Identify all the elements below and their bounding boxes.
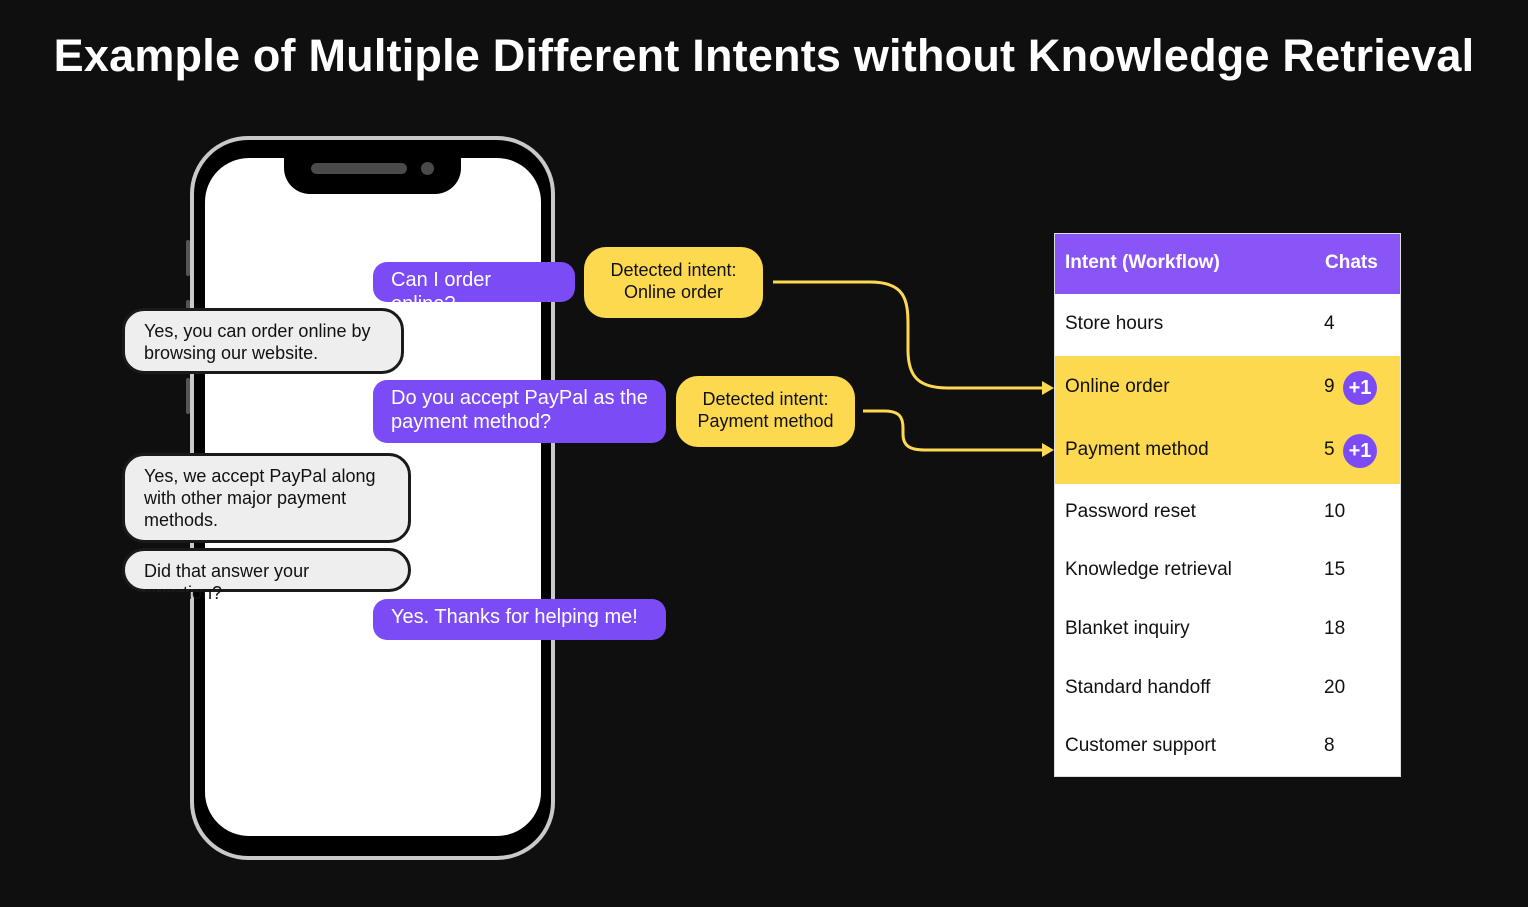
chat-message-user: Yes. Thanks for helping me! bbox=[373, 599, 666, 640]
column-header-intent: Intent (Workflow) bbox=[1065, 252, 1220, 273]
chat-message-user: Can I order online? bbox=[373, 262, 575, 315]
intent-value: Online order bbox=[623, 282, 724, 302]
chat-count: 20 bbox=[1324, 677, 1346, 698]
intent-table: Intent (Workflow) Chats Store hours 4 On… bbox=[1054, 233, 1401, 777]
intent-name: Store hours bbox=[1065, 313, 1164, 334]
chat-message-user: Do you accept PayPal as the payment meth… bbox=[373, 380, 666, 443]
page-title: Example of Multiple Different Intents wi… bbox=[53, 30, 1475, 81]
connector-online-order bbox=[773, 280, 1042, 390]
chat-message-text: Yes, you can order online by browsing ou… bbox=[144, 321, 371, 363]
detected-intent-pill: Detected intent: Online order bbox=[584, 247, 763, 318]
detected-intent-pill: Detected intent: Payment method bbox=[676, 376, 855, 447]
intent-name: Password reset bbox=[1065, 501, 1196, 522]
chat-message-bot: Yes, you can order online by browsing ou… bbox=[122, 308, 404, 374]
table-header: Intent (Workflow) Chats bbox=[1055, 234, 1400, 294]
increment-badge: +1 bbox=[1343, 434, 1377, 468]
increment-badge: +1 bbox=[1343, 371, 1377, 405]
phone-camera bbox=[421, 162, 434, 175]
column-header-chats: Chats bbox=[1325, 252, 1378, 273]
chat-count: 9 bbox=[1324, 376, 1335, 397]
intent-label: Detected intent: bbox=[610, 260, 737, 280]
intent-name: Knowledge retrieval bbox=[1065, 559, 1232, 580]
chat-message-text: Can I order online? bbox=[391, 269, 492, 315]
table-row: Password reset 10 bbox=[1055, 484, 1400, 542]
chat-message-text: Did that answer your question? bbox=[144, 561, 310, 603]
chat-count: 15 bbox=[1324, 559, 1346, 580]
chat-count: 10 bbox=[1324, 501, 1346, 522]
intent-name: Online order bbox=[1065, 376, 1170, 397]
chat-message-text: Do you accept PayPal as the payment meth… bbox=[391, 387, 648, 433]
arrowhead-icon bbox=[1042, 443, 1054, 457]
table-row: Customer support 8 bbox=[1055, 718, 1400, 776]
chat-count: 18 bbox=[1324, 618, 1346, 639]
intent-name: Payment method bbox=[1065, 439, 1209, 460]
phone-side-button bbox=[186, 240, 190, 276]
chat-count: 8 bbox=[1324, 735, 1335, 756]
chat-count: 5 bbox=[1324, 439, 1335, 460]
table-row: Knowledge retrieval 15 bbox=[1055, 542, 1400, 601]
table-row: Blanket inquiry 18 bbox=[1055, 601, 1400, 660]
intent-name: Standard handoff bbox=[1065, 677, 1211, 698]
arrowhead-icon bbox=[1042, 381, 1054, 395]
chat-message-bot: Did that answer your question? bbox=[122, 548, 411, 603]
phone-speaker bbox=[311, 163, 407, 174]
intent-name: Blanket inquiry bbox=[1065, 618, 1190, 639]
chat-message-text: Yes. Thanks for helping me! bbox=[391, 606, 638, 628]
table-row: Payment method 5 +1 bbox=[1055, 420, 1400, 484]
table-row: Standard handoff 20 bbox=[1055, 660, 1400, 718]
intent-label: Detected intent: bbox=[702, 389, 829, 409]
chat-message-bot: Yes, we accept PayPal along with other m… bbox=[122, 453, 411, 543]
intent-value: Payment method bbox=[697, 411, 834, 431]
chat-count: 4 bbox=[1324, 313, 1335, 334]
table-row: Store hours 4 bbox=[1055, 294, 1400, 356]
chat-message-text: Yes, we accept PayPal along with other m… bbox=[144, 466, 376, 530]
intent-name: Customer support bbox=[1065, 735, 1217, 756]
phone-side-button bbox=[186, 378, 190, 414]
connector-payment-method bbox=[863, 409, 1042, 452]
table-row: Online order 9 +1 bbox=[1055, 356, 1400, 420]
